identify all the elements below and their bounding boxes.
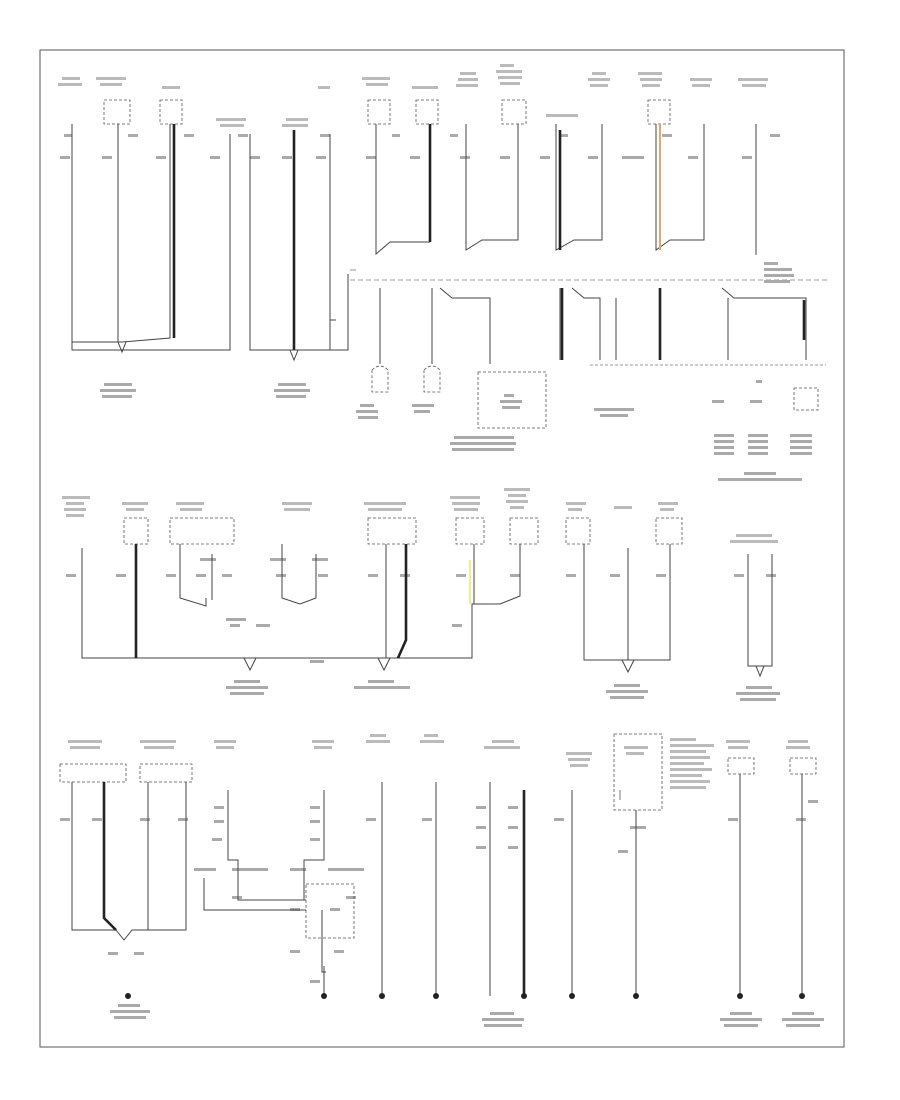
diagram-frame — [39, 49, 845, 1048]
section-top — [58, 64, 830, 481]
section-middle — [62, 488, 780, 701]
section-bottom — [59, 733, 824, 1027]
